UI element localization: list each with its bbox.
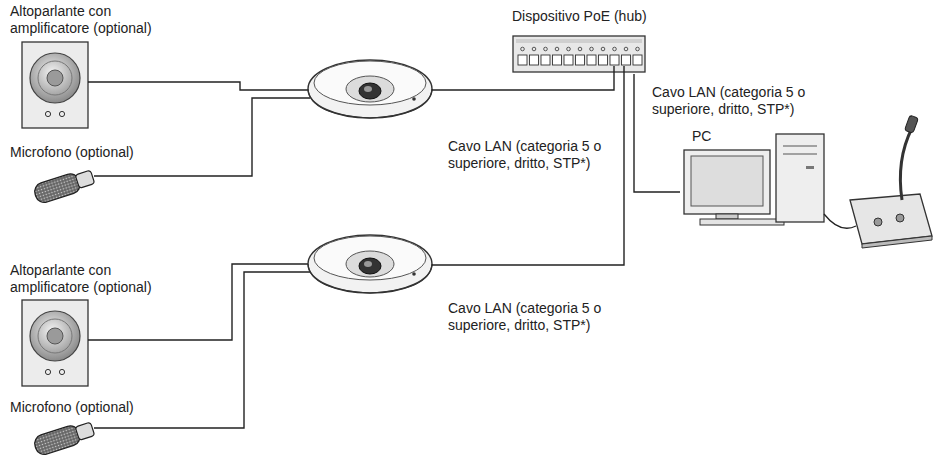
part-label: Altoparlante con amplificatore (optional…: [8, 262, 182, 296]
speaker-unit: Altoparlante con amplificatore (optional…: [8, 3, 186, 133]
part-label: PC: [680, 128, 732, 145]
microphone-unit: Microfono (optional): [8, 144, 198, 204]
cable-label: Cavo LAN (categoria 5 o superiore, dritt…: [448, 138, 618, 172]
speaker-unit: Altoparlante con amplificatore (optional…: [8, 262, 186, 388]
part-label: Dispositivo PoE (hub): [505, 8, 683, 25]
cable-label: Cavo LAN (categoria 5 o superiore, dritt…: [652, 84, 842, 118]
part-label: Microfono (optional): [8, 144, 198, 161]
cable-label: Cavo LAN (categoria 5 o superiore, dritt…: [448, 300, 618, 334]
poe-hub: Dispositivo PoE (hub): [505, 8, 683, 74]
part-label: Microfono (optional): [8, 399, 198, 416]
part-label: Altoparlante con amplificatore (optional…: [8, 3, 182, 37]
pc: PC: [680, 128, 830, 224]
microphone-unit: Microfono (optional): [8, 399, 198, 457]
